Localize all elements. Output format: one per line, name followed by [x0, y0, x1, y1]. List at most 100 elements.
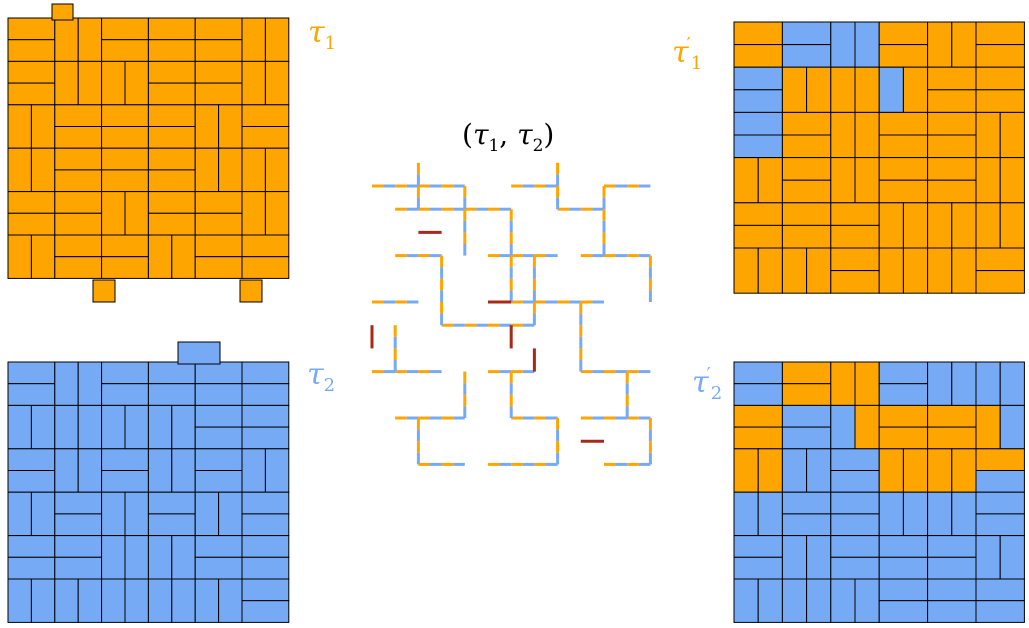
- tau1-prime-domino: [781, 179, 832, 204]
- tau1-prime-domino: [927, 202, 953, 249]
- tau1-prime-domino: [830, 270, 880, 294]
- tau1-prime-domino: [902, 247, 929, 294]
- tau1-prime-domino: [999, 202, 1025, 249]
- tau1-prime-domino: [975, 21, 1025, 46]
- tau1-domino: [171, 234, 196, 279]
- tau1-prime-domino: [927, 66, 977, 91]
- tau2-domino: [101, 448, 149, 471]
- tau2-domino: [171, 448, 196, 493]
- tau2-domino: [241, 600, 290, 623]
- tau1-prime-domino: [975, 202, 1001, 249]
- tau1-domino: [30, 234, 56, 279]
- tau1-prime-domino: [927, 111, 977, 136]
- tau2-domino: [194, 361, 243, 385]
- tau1-domino: [7, 17, 56, 41]
- tiling-tau1-prime: [733, 21, 1025, 294]
- tau2-prime-domino: [830, 491, 880, 515]
- tau1-prime-domino: [830, 247, 880, 272]
- tau1-domino: [241, 147, 266, 193]
- tau1-prime-domino: [733, 224, 783, 249]
- tau2-domino: [7, 383, 56, 406]
- tau1-prime-domino: [878, 21, 929, 46]
- tau1-domino: [54, 126, 103, 149]
- tau2-domino: [241, 491, 290, 515]
- tau1-domino: [101, 169, 149, 193]
- tau2-prime-domino: [975, 361, 1001, 406]
- tau1-domino: [194, 104, 220, 149]
- tau1-domino: [101, 126, 149, 149]
- tau1-domino: [194, 60, 243, 84]
- tau2-prime-domino: [878, 383, 929, 406]
- tau2-prime-domino: [830, 361, 856, 406]
- tau1-domino: [77, 17, 103, 62]
- tau1-domino: [30, 104, 56, 149]
- tau2-domino: [194, 491, 220, 537]
- tau2-prime-domino: [927, 426, 977, 450]
- tau2-domino: [171, 578, 196, 623]
- tau1-prime-domino: [781, 44, 832, 68]
- tau2-prime-domino: [733, 535, 783, 558]
- tiling-tau1: [7, 3, 290, 303]
- tau2-prime-domino: [733, 578, 759, 623]
- tau2-prime-domino: [830, 535, 880, 558]
- tau1-domino: [218, 147, 243, 193]
- tau1-prime-domino: [854, 157, 880, 204]
- tau2-domino: [101, 491, 126, 537]
- tau1-prime-domino: [975, 111, 1001, 159]
- tau1-prime-domino: [975, 157, 1001, 204]
- tau2-prime-domino: [878, 404, 929, 428]
- tau2-domino: [77, 448, 103, 493]
- tau2-domino: [54, 448, 79, 493]
- tau2-domino: [241, 426, 290, 450]
- tau2-prime-domino: [733, 448, 759, 493]
- tau2-domino: [124, 535, 149, 580]
- tau2-prime-domino: [927, 491, 953, 537]
- tau1-prime-domino: [878, 179, 929, 204]
- tau1-domino: [92, 279, 116, 303]
- tau2-prime-domino: [757, 491, 783, 537]
- tau2-domino: [54, 404, 79, 450]
- label-tau2: τ2: [307, 357, 336, 396]
- tau1-prime-domino: [830, 157, 856, 204]
- tau1-domino: [264, 191, 290, 236]
- tau1-domino: [101, 234, 149, 258]
- tau1-domino: [147, 17, 196, 41]
- tau2-domino: [7, 404, 32, 450]
- tau1-prime-domino: [854, 21, 880, 68]
- tau1-domino: [7, 39, 56, 62]
- tau2-prime-domino: [733, 383, 783, 406]
- tau2-domino: [147, 513, 196, 537]
- tau2-domino: [101, 470, 149, 493]
- tau1-prime-domino: [781, 224, 832, 249]
- tau2-prime-domino: [975, 535, 1001, 580]
- tau1-domino: [7, 191, 56, 214]
- tau1-prime-domino: [733, 202, 783, 226]
- tau2-domino: [101, 383, 149, 406]
- tau2-domino: [177, 341, 221, 365]
- tau2-prime-domino: [975, 578, 1025, 602]
- tau2-domino: [54, 491, 103, 515]
- tau2-prime-domino: [830, 578, 856, 623]
- tau2-domino: [54, 361, 79, 406]
- tau1-prime-domino: [927, 21, 953, 68]
- tau2-domino: [147, 535, 173, 580]
- tau1-domino: [241, 191, 266, 236]
- tau1-domino: [101, 60, 126, 106]
- tau1-prime-domino: [830, 224, 880, 249]
- tau1-domino: [194, 39, 243, 62]
- tau2-prime-domino: [733, 426, 783, 450]
- tau2-prime-domino: [781, 426, 832, 450]
- tau2-prime-domino: [733, 556, 783, 580]
- tau2-domino: [218, 578, 243, 623]
- tau1-prime-domino: [927, 179, 977, 204]
- tau2-prime-domino: [975, 404, 1001, 450]
- tau1-prime-domino: [781, 66, 808, 113]
- tau1-domino: [124, 60, 149, 106]
- tau2-domino: [194, 470, 243, 493]
- tau1-domino: [147, 169, 196, 193]
- tau2-prime-domino: [733, 491, 759, 537]
- tau2-prime-domino: [975, 600, 1025, 623]
- tau2-prime-domino: [927, 556, 977, 580]
- tau1-domino: [241, 17, 266, 62]
- tau2-prime-domino: [878, 426, 929, 450]
